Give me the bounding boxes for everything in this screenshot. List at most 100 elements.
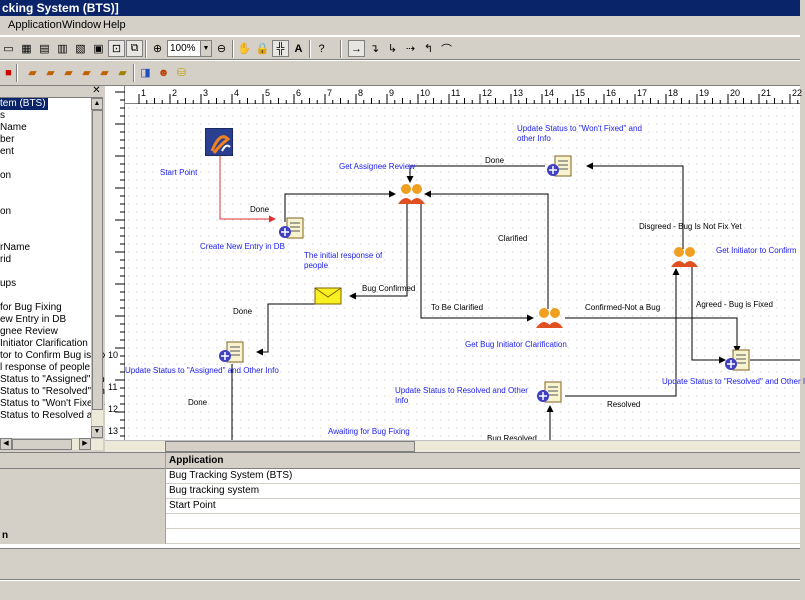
elbow-connector-icon[interactable]: ↴ [369, 43, 380, 55]
curve-connector-icon[interactable]: ⌒ [441, 43, 452, 56]
people-icon[interactable] [670, 245, 700, 269]
tree-item[interactable]: Name [0, 122, 27, 133]
edge-label-confirmed-not-bug[interactable]: Confirmed-Not a Bug [585, 303, 661, 312]
edge-mail-assigned[interactable] [256, 303, 335, 356]
tree-item[interactable]: on [0, 206, 12, 217]
align-icon[interactable]: ▥ [57, 43, 68, 55]
fit-page-icon[interactable]: ⧉ [126, 40, 143, 57]
scroll-left-icon[interactable]: ◀ [0, 438, 12, 450]
tree-item[interactable]: Initiator Clarification [0, 338, 88, 349]
scroll-right-icon[interactable]: ▶ [79, 438, 91, 450]
zoom-in-icon[interactable]: ⊕ [152, 43, 163, 55]
window-icon[interactable]: ▣ [93, 43, 104, 55]
scroll-thumb[interactable] [92, 110, 103, 410]
scroll-thumb[interactable] [12, 439, 72, 450]
tree-item[interactable]: Status to "Assigned" and [0, 374, 110, 385]
node-label-start[interactable]: Start Point [160, 168, 198, 177]
menu-application[interactable]: Application [8, 19, 62, 31]
menu-window[interactable]: Window [62, 19, 102, 31]
tree-item[interactable]: rid [0, 254, 12, 265]
tree-item[interactable]: gnee Review [0, 326, 58, 337]
edge-resolved2-confirm[interactable] [565, 268, 680, 397]
property-row[interactable]: Start Point [0, 499, 800, 514]
tree-vertical-scrollbar[interactable]: ▲ ▼ [91, 98, 103, 438]
node-label-create[interactable]: Create New Entry in DB [200, 242, 285, 251]
tree-item[interactable]: Status to "Resolved" and [0, 386, 111, 397]
canvas-horizontal-scrollbar[interactable] [105, 440, 800, 452]
tree-item[interactable]: Status to Resolved and C [0, 410, 114, 421]
node-label-resolved2[interactable]: Update Status to Resolved and Other Info [395, 386, 528, 405]
lock-icon[interactable]: 🔒 [255, 43, 270, 55]
property-value[interactable]: Bug tracking system [169, 485, 260, 496]
edge-label-done[interactable]: Done [250, 205, 270, 214]
grid-icon[interactable]: ▦ [21, 43, 32, 55]
node-end-icon[interactable]: ▰ [100, 67, 109, 79]
node-label-clarify[interactable]: Get Bug Initiator Clarification [465, 340, 567, 349]
edge-assignee-clarify[interactable] [420, 204, 534, 322]
edge-clarify-assignee[interactable] [424, 190, 549, 309]
hand-pan-icon[interactable]: ✋ [237, 43, 252, 55]
layout-icon[interactable]: ▤ [39, 43, 50, 55]
scroll-down-icon[interactable]: ▼ [91, 426, 103, 438]
scroll-up-icon[interactable]: ▲ [91, 98, 103, 110]
node-start-icon[interactable]: ▰ [28, 67, 37, 79]
node-task-icon[interactable]: ▰ [46, 67, 55, 79]
envelope-icon[interactable] [314, 287, 342, 305]
properties-icon[interactable]: ◨ [140, 67, 151, 79]
edge-label-to-be-clarified[interactable]: To Be Clarified [431, 303, 484, 312]
property-row[interactable] [0, 514, 800, 529]
node-label-resolved1[interactable]: Update Status to "Resolved" and Other I [662, 377, 805, 386]
users-icon[interactable]: ☻ [157, 66, 170, 79]
property-row[interactable]: n [0, 529, 800, 544]
task-doc-icon[interactable] [535, 380, 565, 406]
edge-assignee-mail[interactable] [349, 204, 408, 300]
edge-clarify-resolved1[interactable] [565, 317, 741, 353]
edge-label-done[interactable]: Done [485, 156, 505, 165]
straight-connector-icon[interactable]: → [348, 40, 365, 57]
menu-help[interactable]: Help [103, 19, 126, 31]
tree-item[interactable]: ups [0, 278, 17, 289]
edge-create-assignee[interactable] [284, 190, 396, 222]
tree-item[interactable]: l response of people [0, 362, 91, 373]
tree-item[interactable]: tor to Confirm Bug is Fix [0, 350, 108, 361]
edge-confirm-resolved1[interactable] [691, 264, 726, 364]
property-row[interactable]: Bug Tracking System (BTS) [0, 469, 800, 484]
distribute-icon[interactable]: ▧ [75, 43, 86, 55]
delete-icon[interactable]: ■ [5, 66, 12, 79]
node-role-icon[interactable]: ▰ [82, 67, 91, 79]
edge-wontfix-assignee[interactable] [406, 165, 545, 183]
tree-item[interactable]: s [0, 110, 5, 121]
step-connector-icon[interactable]: ↳ [387, 43, 398, 55]
edge-label-agreed[interactable]: Agreed - Bug is Fixed [696, 300, 773, 309]
people-icon[interactable] [535, 306, 565, 330]
edge-label-bug-resolved[interactable]: Bug Resolved [487, 434, 537, 443]
task-doc-icon[interactable] [277, 216, 307, 242]
zoom-out-icon[interactable]: ⊖ [216, 43, 227, 55]
tree-item[interactable]: Status to "Won't Fixed" a [0, 398, 110, 409]
tree-horizontal-scrollbar[interactable]: ◀ ▶ [0, 438, 103, 450]
paste-icon[interactable]: ▭ [3, 43, 14, 55]
tree-item[interactable]: on [0, 170, 12, 181]
node-label-assigned[interactable]: Update Status to "Assigned" and Other In… [125, 366, 279, 375]
people-icon[interactable] [397, 182, 427, 206]
edge-start-create[interactable] [219, 156, 276, 223]
edge-label-done[interactable]: Done [188, 398, 208, 407]
start-point-icon[interactable] [205, 128, 233, 156]
tree-item[interactable]: tem (BTS) [0, 98, 48, 110]
node-label-assignee[interactable]: Get Assignee Review [339, 162, 416, 171]
task-doc-icon[interactable] [217, 340, 247, 366]
zoom-select-icon[interactable]: ⊡ [108, 40, 125, 57]
database-icon[interactable]: ⛁ [176, 67, 187, 79]
property-row[interactable]: Bug tracking system [0, 484, 800, 499]
edge-label-clarified[interactable]: Clarified [498, 234, 528, 243]
tree-item[interactable]: for Bug Fixing [0, 302, 62, 313]
scroll-thumb[interactable] [165, 441, 415, 452]
reverse-connector-icon[interactable]: ↰ [423, 43, 434, 55]
edge-label-bug-confirmed[interactable]: Bug Confirmed [362, 284, 416, 293]
help-pointer-icon[interactable]: ? [318, 42, 325, 55]
node-label-confirm[interactable]: Get Initiator to Confirm [716, 246, 797, 255]
snap-grid-icon[interactable]: ╬ [272, 40, 289, 57]
close-icon[interactable]: ✕ [92, 85, 101, 96]
node-decision-icon[interactable]: ▰ [64, 67, 73, 79]
tree-item[interactable]: ber [0, 134, 15, 145]
